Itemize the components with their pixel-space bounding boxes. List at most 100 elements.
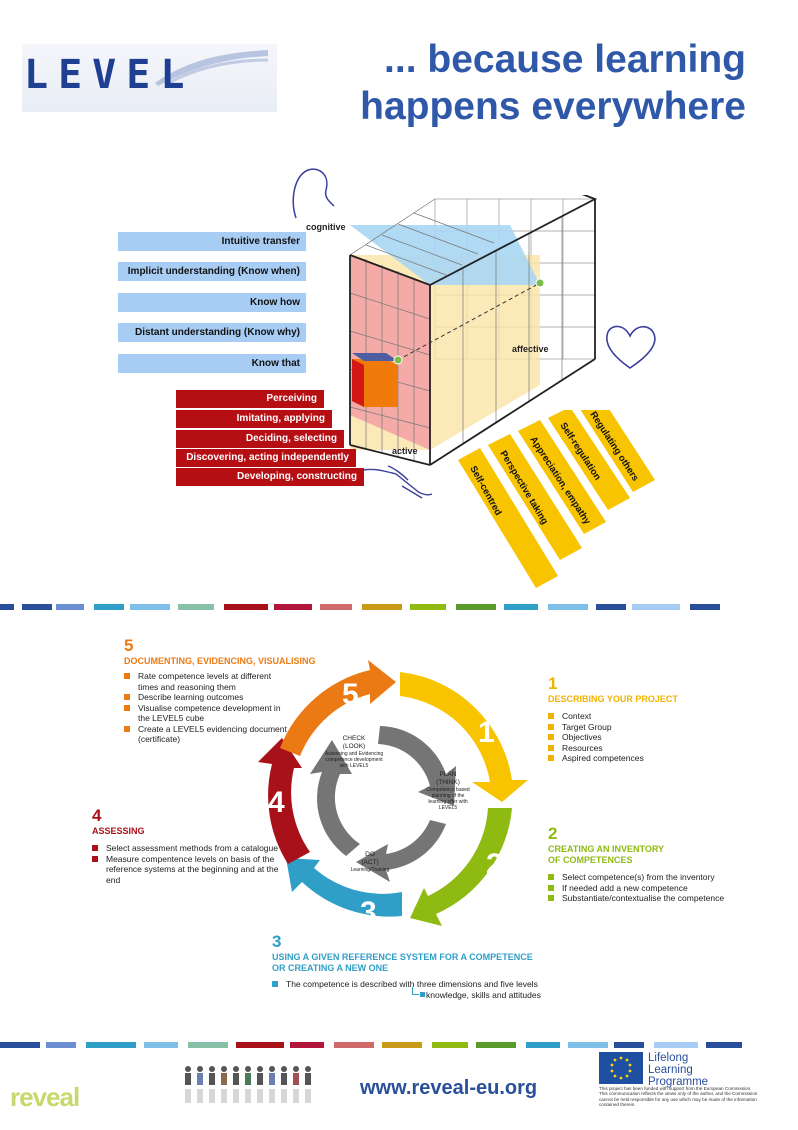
step-4-item: Select assessment methods from a catalog… [92,843,288,854]
cognitive-level-4: Distant understanding (Know why) [118,323,306,342]
check-line-2: (LOOK) [343,743,365,750]
step-5-item: Describe learning outcomes [124,692,292,703]
active-level-3: Deciding, selecting [176,430,344,448]
active-level-1: Perceiving [176,390,324,408]
reveal-logo-text: reveal [10,1082,80,1112]
page-headline: ... because learning happens everywhere [316,36,746,130]
step-1-number: 1 [548,674,558,693]
step-1-title: DESCRIBING YOUR PROJECT [548,694,678,704]
step-2-item: Select competence(s) from the inventory [548,872,778,883]
cycle-arrow-1 [400,672,528,802]
check-line-4: competence development [325,757,383,763]
step-1-list: Context Target Group Objectives Resource… [548,711,748,764]
active-level-2: Imitating, applying [176,410,332,428]
cognitive-level-3: Know how [118,293,306,312]
head-outline-icon [292,168,335,219]
step-3-block: 3 USING A GIVEN REFERENCE SYSTEM FOR A C… [272,932,572,1001]
cycle-arrow-4 [258,738,310,864]
step-1-item: Context [548,711,748,722]
axis-label-cognitive: cognitive [306,222,346,232]
cycle-number-3: 3 [360,896,377,929]
level5-logo-text: LEVEL [24,52,195,98]
cycle-arrow-5 [280,660,396,756]
step-3-number: 3 [272,932,282,951]
website-link[interactable]: www.reveal-eu.org [360,1077,538,1099]
inner-arrow-plan [378,726,456,806]
step-1-item: Target Group [548,722,748,733]
affective-levels: Self-centred Perspective taking Apprecia… [458,410,655,588]
divider-stripe-top [0,604,798,610]
eu-disclaimer: This project has been funded with suppor… [599,1086,758,1108]
step-5-title: DOCUMENTING, EVIDENCING, VISUALISING [124,656,316,666]
cognitive-level-2: Implicit understanding (Know when) [118,262,306,281]
plan-line-6: LEVEL5 [439,805,458,811]
reveal-logo: reveal [10,1082,80,1113]
eu-flag-icon [599,1052,643,1084]
do-line-1: DO [365,851,375,858]
plan-line-4: planning of the [432,793,465,799]
affective-bar-2 [488,434,582,560]
step-3-item: The competence is described with three d… [272,979,572,990]
pdca-cycle: 1 2 3 4 5 CHECK (LOOK) Assessing and Evi… [258,660,528,929]
cycle-number-4: 4 [268,786,285,819]
cognitive-level-1: Intuitive transfer [118,232,306,251]
level5-logo-swoosh [155,50,269,86]
step-4-block: 4 ASSESSING Select assessment methods fr… [92,806,292,885]
step-2-title-line-1: CREATING AN INVENTORY [548,844,665,854]
step-4-number: 4 [92,806,102,825]
step-4-title: ASSESSING [92,826,145,836]
step-3-subitem-text: knowledge, skills and attitudes [426,989,541,1000]
affective-bar-3 [518,420,606,534]
level5-cube [349,195,598,466]
plan-line-1: PLAN [440,771,457,778]
inner-arrow-do [356,820,446,882]
active-level-5: Developing, constructing [176,468,364,486]
step-5-list: Rate competence levels at different time… [124,671,292,745]
step-3-title-line-1: USING A GIVEN REFERENCE SYSTEM FOR A COM… [272,952,533,962]
step-1-block: 1 DESCRIBING YOUR PROJECT Context Target… [548,674,748,764]
cycle-arrow-3 [286,858,402,917]
divider-stripe-bottom [0,1042,798,1048]
step-2-list: Select competence(s) from the inventory … [548,872,778,904]
plan-line-3: Competence based [426,787,470,793]
step-5-item: Create a LEVEL5 evidencing document (cer… [124,724,292,745]
cycle-number-1: 1 [478,716,495,749]
step-5-item: Rate competence levels at different time… [124,671,292,692]
llp-line-2: Learning [648,1064,693,1076]
check-line-1: CHECK [343,735,366,742]
step-2-item: If needed add a new competence [548,883,778,894]
affective-bar-1 [458,448,558,588]
subitem-bullet-icon [420,991,425,997]
step-1-item: Resources [548,743,748,754]
step-2-block: 2 CREATING AN INVENTORY OF COMPETENCES S… [548,824,778,904]
step-3-list: The competence is described with three d… [272,979,572,990]
step-4-item: Measure compentence levels on basis of t… [92,854,288,886]
step-4-list: Select assessment methods from a catalog… [92,843,288,885]
llp-label: Lifelong Learning Programme [648,1052,708,1088]
cycle-number-5: 5 [342,678,359,711]
do-line-3: Learning/Training [351,867,390,873]
step-1-item: Objectives [548,732,748,743]
headline-line-1: ... because learning [384,38,746,81]
step-1-item: Aspired competences [548,753,748,764]
step-2-number: 2 [548,824,558,843]
step-5-block: 5 DOCUMENTING, EVIDENCING, VISUALISING R… [124,636,324,745]
headline-line-2: happens everywhere [360,85,746,128]
axis-label-affective: affective [512,344,549,354]
step-2-title-line-2: OF COMPETENCES [548,855,633,865]
step-2-item: Substantiate/contextualise the competenc… [548,893,778,904]
plan-line-2: (THINK) [436,779,460,786]
plan-line-5: learning offer with [428,799,468,805]
affective-bar-5 [580,410,655,492]
step-3-subitem: knowledge, skills and attitudes [412,986,572,1001]
step-5-item: Visualise competence development in the … [124,703,292,724]
affective-bar-4 [548,410,630,510]
llp-line-3: Programme [648,1076,709,1088]
axis-label-active: active [392,446,418,456]
subitem-connector-icon [412,986,419,995]
people-group-icon [185,1066,311,1103]
active-level-4: Discovering, acting independently [176,449,356,467]
hand-icon [363,465,433,499]
cycle-arrow-2 [410,808,512,926]
check-line-3: Assessing and Evidencing [325,751,384,757]
